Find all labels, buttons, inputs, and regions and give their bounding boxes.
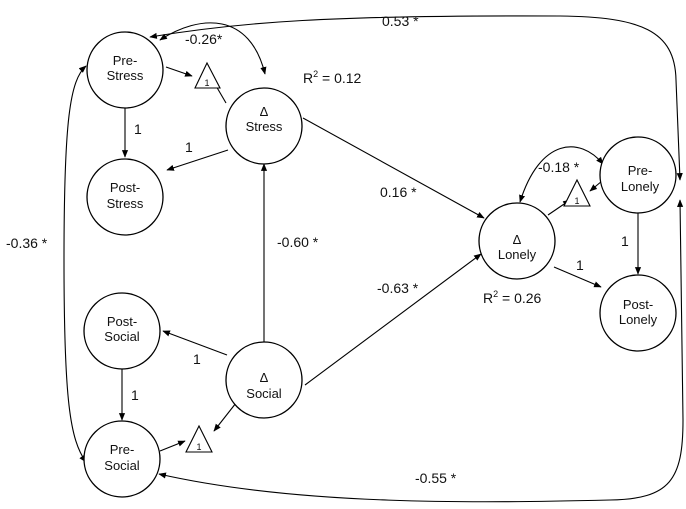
edge-pre-stress-pre-social-cov [63, 65, 87, 463]
svg-text:Stress: Stress [107, 68, 144, 83]
edge-pre-stress-pre-lonely-cov [149, 15, 683, 181]
label-d-stress-post-stress: 1 [185, 139, 193, 155]
svg-text:Pre-: Pre- [110, 442, 135, 457]
label-pre-lonely-d-lonely-cov: -0.18 * [538, 159, 580, 175]
label-d-social-post-social: 1 [193, 351, 201, 367]
label-pre-stress-post-stress: 1 [134, 121, 142, 137]
constant-triangle-lonely: 1 [563, 178, 591, 207]
node-post-stress: Post- Stress [86, 158, 164, 236]
label-pre-stress-d-stress-cov: -0.26* [185, 31, 223, 47]
node-post-social: Post- Social [83, 292, 161, 370]
label-d-stress-d-lonely: 0.16 * [380, 184, 417, 200]
node-delta-social: Δ Social [225, 341, 303, 419]
svg-text:Δ: Δ [513, 232, 522, 247]
edge-d-stress-post-stress [166, 149, 229, 171]
svg-text:Social: Social [246, 386, 282, 401]
r-squared-stress: R2 = 0.12 [303, 69, 362, 86]
svg-text:Lonely: Lonely [621, 179, 660, 194]
svg-text:Post-: Post- [110, 180, 140, 195]
edge-d-social-d-lonely [304, 253, 482, 386]
node-pre-lonely: Pre- Lonely [599, 136, 677, 214]
constant-triangle-stress: 1 [194, 61, 221, 89]
label-pre-stress-pre-lonely-cov: 0.53 * [382, 13, 419, 29]
edge-pre-social-pre-lonely-cov [158, 199, 684, 503]
svg-text:1: 1 [204, 78, 209, 88]
svg-text:Post-: Post- [107, 314, 137, 329]
label-pre-stress-pre-social-cov: -0.36 * [6, 235, 48, 251]
edge-pre-stress-triangle [165, 66, 193, 77]
node-delta-lonely: Δ Lonely [478, 202, 556, 280]
constant-triangle-social: 1 [185, 424, 213, 453]
svg-text:Stress: Stress [107, 196, 144, 211]
edge-d-social-triangle [213, 402, 237, 432]
label-pre-social-pre-lonely-cov: -0.55 * [415, 470, 457, 486]
edge-d-stress-d-lonely [302, 117, 485, 219]
edge-pre-stress-d-stress-cov [159, 22, 267, 75]
edge-d-lonely-post-lonely [553, 266, 602, 288]
edge-pre-lonely-d-lonely-cov [519, 146, 604, 203]
edge-pre-lonely-triangle [589, 180, 603, 192]
svg-text:1: 1 [196, 442, 201, 452]
node-delta-stress: Δ Stress [225, 87, 303, 165]
svg-text:1: 1 [574, 196, 579, 206]
svg-text:Social: Social [104, 329, 140, 344]
svg-text:Lonely: Lonely [498, 247, 537, 262]
svg-text:Post-: Post- [623, 297, 653, 312]
node-post-lonely: Post- Lonely [599, 274, 677, 352]
svg-text:Δ: Δ [260, 370, 269, 385]
svg-text:Lonely: Lonely [619, 312, 658, 327]
svg-text:Stress: Stress [246, 119, 283, 134]
label-d-lonely-post-lonely: 1 [576, 257, 584, 273]
svg-text:Δ: Δ [260, 104, 269, 119]
svg-text:Pre-: Pre- [628, 163, 653, 178]
r-squared-lonely: R2 = 0.26 [483, 289, 542, 306]
svg-text:Social: Social [104, 458, 140, 473]
label-d-social-d-stress: -0.60 * [277, 234, 319, 250]
label-post-social-pre-social: 1 [131, 387, 139, 403]
label-pre-lonely-post-lonely: 1 [621, 233, 629, 249]
node-pre-social: Pre- Social [83, 420, 161, 498]
node-pre-stress: Pre- Stress [86, 31, 164, 109]
label-d-social-d-lonely: -0.63 * [377, 280, 419, 296]
edge-pre-social-triangle [159, 440, 186, 452]
svg-text:Pre-: Pre- [113, 53, 138, 68]
edge-d-social-post-social [162, 330, 228, 356]
